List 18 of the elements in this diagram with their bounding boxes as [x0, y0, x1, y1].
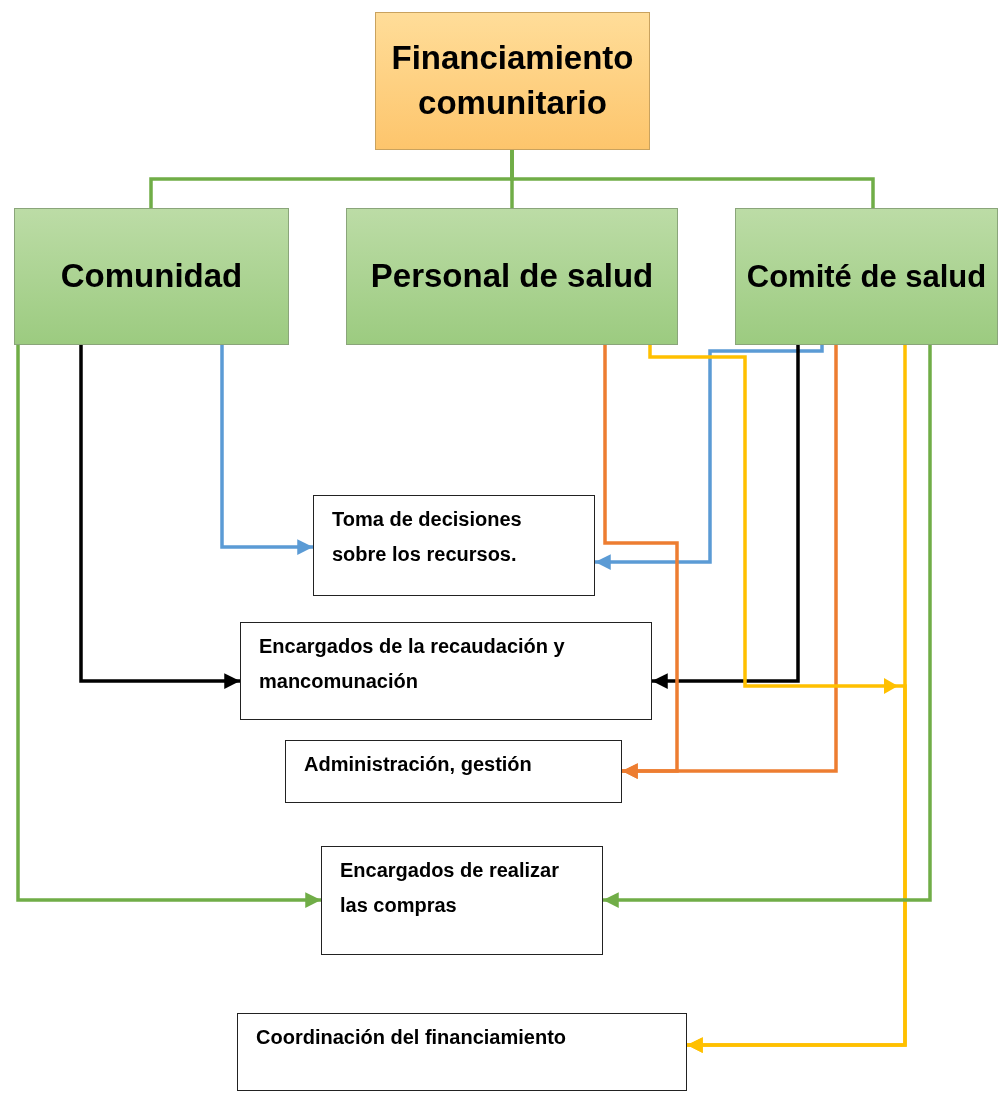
arrow [603, 345, 932, 908]
process-box: Comité de salud [735, 208, 998, 345]
process-box: Coordinación del financiamiento [237, 1013, 687, 1091]
arrow [652, 345, 800, 689]
process-box: Encargados de realizar las compras [321, 846, 603, 955]
arrow [595, 345, 824, 570]
process-box: Encargados de la recaudación y mancomunación [240, 622, 652, 720]
process-box: Financiamiento comunitario [375, 12, 650, 150]
arrow [687, 345, 907, 1053]
process-box: Personal de salud [346, 208, 678, 345]
arrow [16, 345, 321, 908]
connector-line [510, 150, 875, 208]
arrow [220, 345, 313, 555]
process-box: Administración, gestión [285, 740, 622, 803]
process-box: Toma de decisiones sobre los recursos. [313, 495, 595, 596]
arrow [79, 345, 240, 689]
process-box: Comunidad [14, 208, 289, 345]
arrow [622, 345, 838, 779]
